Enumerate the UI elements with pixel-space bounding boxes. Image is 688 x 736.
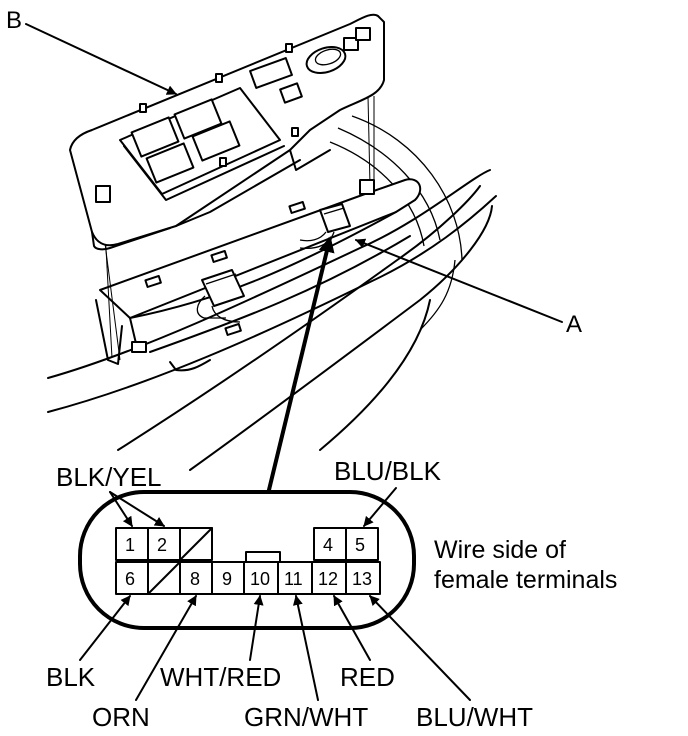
pin-cell-2 — [147, 527, 181, 561]
wire-label-grn-wht: GRN/WHT — [244, 702, 368, 732]
pin-cell-9 — [211, 561, 245, 595]
pin-2-label: 2 — [157, 535, 167, 555]
pin-cell-4 — [313, 527, 347, 561]
connector-note-line1: Wire side of — [434, 536, 566, 564]
wire-label-orn: ORN — [92, 702, 150, 732]
connector-to-a-arrow — [266, 236, 335, 495]
connector-lock-tab — [245, 551, 281, 563]
pin-6-label: 6 — [125, 569, 135, 589]
connector-face: 1 2 4 5 6 8 9 10 11 12 13 — [78, 490, 416, 630]
callout-a-label: A — [566, 311, 582, 338]
pin-8-label: 8 — [190, 569, 200, 589]
pin-1-label: 1 — [125, 535, 135, 555]
wire-label-wht-red: WHT/RED — [160, 662, 281, 692]
door-armrest-illustration — [47, 13, 497, 471]
wire-label-blu-blk: BLU/BLK — [334, 456, 442, 486]
pin-4-label: 4 — [323, 535, 333, 555]
pin-cell-5 — [345, 527, 379, 561]
callout-b-label: B — [6, 7, 22, 34]
pin-cell-1 — [115, 527, 149, 561]
pin-10-label: 10 — [250, 569, 270, 589]
wire-label-blk-yel: BLK/YEL — [56, 462, 162, 492]
pin-12-label: 12 — [318, 569, 338, 589]
pin-cell-12 — [311, 561, 347, 595]
pin-11-label: 11 — [284, 569, 303, 589]
pin-cell-11 — [277, 561, 313, 595]
pin-cell-13 — [345, 561, 381, 595]
callout-a-leader — [355, 238, 563, 323]
callout-b-leader — [25, 23, 177, 95]
pin-cell-10 — [243, 561, 279, 595]
pin-9-label: 9 — [222, 569, 232, 589]
pin-13-label: 13 — [352, 569, 372, 589]
wire-label-blk: BLK — [46, 662, 96, 692]
wire-label-red: RED — [340, 662, 395, 692]
pin-5-label: 5 — [355, 535, 365, 555]
wire-label-blu-wht: BLU/WHT — [416, 702, 533, 732]
pin-cell-8 — [179, 561, 213, 595]
pin-cell-6 — [115, 561, 149, 595]
connector-note-line2: female terminals — [434, 566, 617, 594]
